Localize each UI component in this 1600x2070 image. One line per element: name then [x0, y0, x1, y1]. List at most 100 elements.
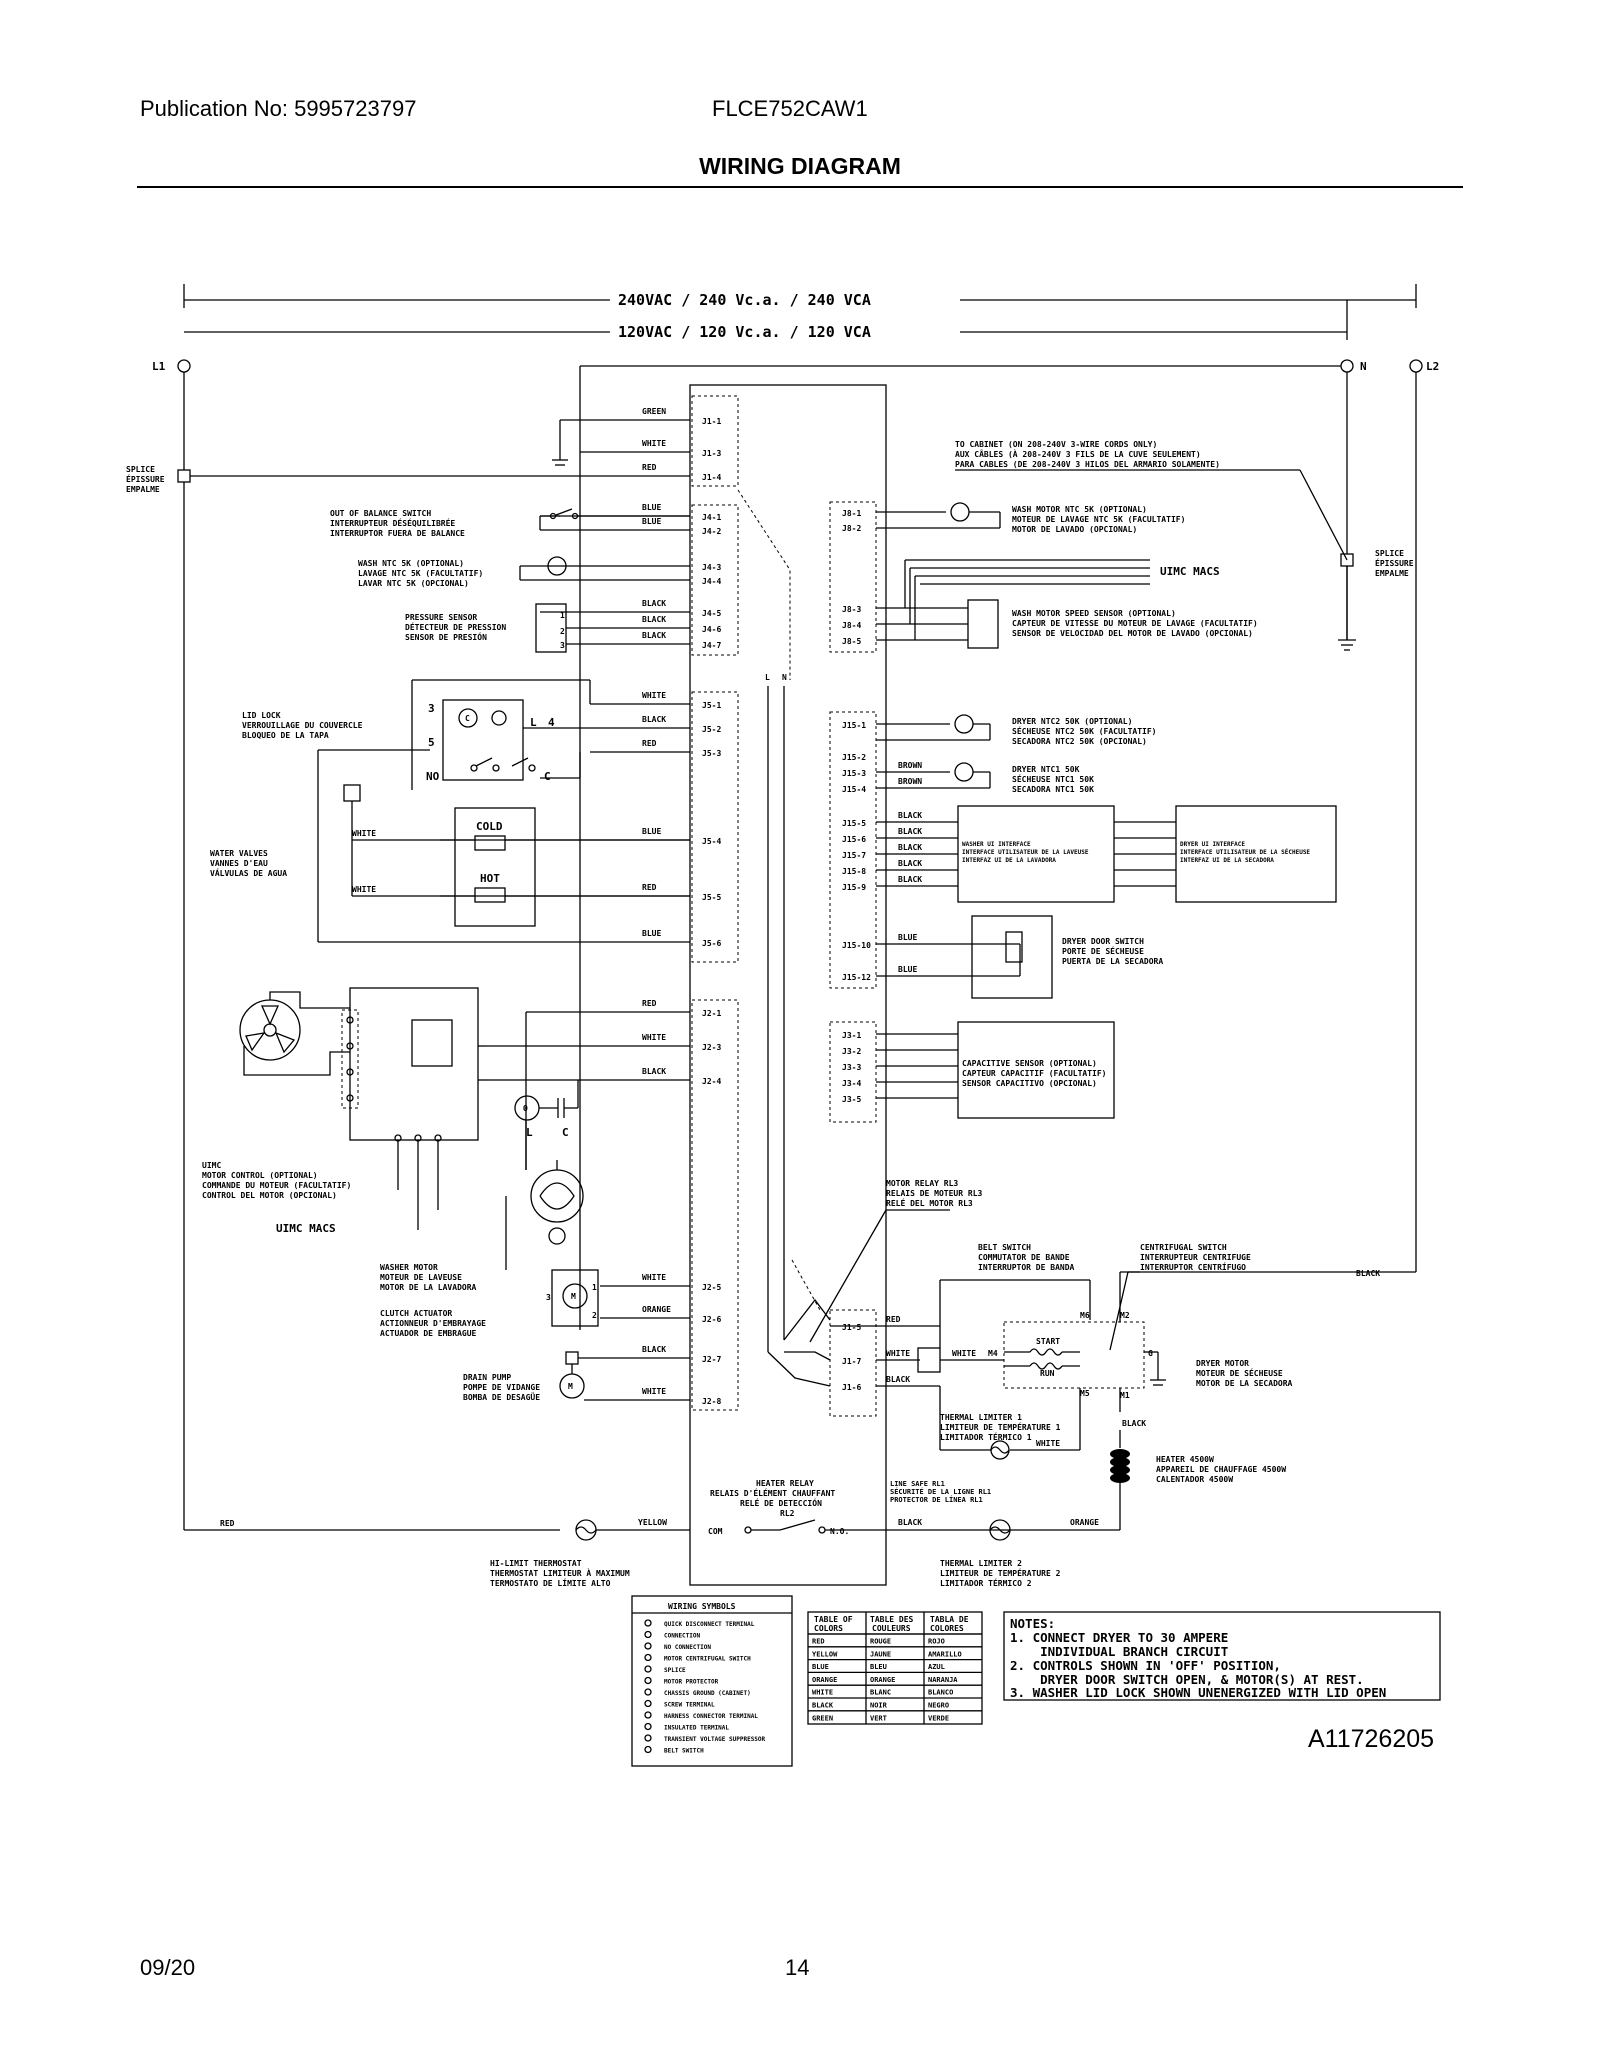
svg-text:LIMITEUR DE TEMPÉRATURE 1: LIMITEUR DE TEMPÉRATURE 1: [940, 1421, 1061, 1432]
svg-text:LINE SAFE RL1: LINE SAFE RL1: [890, 1480, 945, 1488]
svg-text:HI-LIMIT THERMOSTAT: HI-LIMIT THERMOSTAT: [490, 1559, 582, 1568]
svg-text:WHITE: WHITE: [642, 691, 666, 700]
svg-text:ÉPISSURE: ÉPISSURE: [126, 473, 165, 484]
color-table-cell: AZUL: [928, 1663, 945, 1671]
svg-text:BLACK: BLACK: [642, 631, 666, 640]
svg-text:EMPALME: EMPALME: [1375, 569, 1409, 578]
svg-text:J1-7: J1-7: [842, 1357, 861, 1366]
svg-text:SÉCHEUSE NTC2 50K (FACULTATIF): SÉCHEUSE NTC2 50K (FACULTATIF): [1012, 725, 1157, 736]
svg-text:J3-1: J3-1: [842, 1031, 861, 1040]
svg-text:1: 1: [592, 1283, 597, 1292]
svg-text:UIMC: UIMC: [202, 1161, 221, 1170]
color-table-cell: RED: [812, 1638, 825, 1646]
svg-text:J2-4: J2-4: [702, 1077, 721, 1086]
black-wire-top-label: BLACK: [1356, 1269, 1380, 1278]
svg-text:CAPACITIVE SENSOR (OPTIONAL): CAPACITIVE SENSOR (OPTIONAL): [962, 1059, 1097, 1068]
svg-text:APPAREIL DE CHAUFFAGE 4500W: APPAREIL DE CHAUFFAGE 4500W: [1156, 1465, 1286, 1474]
svg-text:CENTRIFUGAL SWITCH: CENTRIFUGAL SWITCH: [1140, 1243, 1227, 1252]
svg-text:MOTOR RELAY RL3: MOTOR RELAY RL3: [886, 1179, 958, 1188]
motor-control-label: UIMC MOTOR CONTROL (OPTIONAL) COMMANDE D…: [202, 1161, 351, 1200]
svg-text:INDIVIDUAL BRANCH CIRCUIT: INDIVIDUAL BRANCH CIRCUIT: [1010, 1644, 1228, 1659]
svg-text:M1: M1: [1120, 1391, 1130, 1400]
svg-text:BLACK: BLACK: [898, 875, 922, 884]
splice-left-label: SPLICE ÉPISSURE EMPALME: [126, 465, 165, 494]
svg-text:COMMANDE DU MOTEUR (FACULTATIF: COMMANDE DU MOTEUR (FACULTATIF): [202, 1181, 351, 1190]
color-table-cell: BLACK: [812, 1702, 834, 1710]
svg-text:J5-2: J5-2: [702, 725, 721, 734]
svg-text:G: G: [1148, 1349, 1153, 1358]
l1-label: L1: [152, 360, 166, 373]
svg-text:WHITE: WHITE: [352, 829, 376, 838]
svg-text:MOTOR DE LA LAVADORA: MOTOR DE LA LAVADORA: [380, 1283, 477, 1292]
svg-text:BLOQUEO DE LA TAPA: BLOQUEO DE LA TAPA: [242, 731, 329, 740]
connector-j3: J3-1J3-2J3-3J3-4J3-5: [829, 1021, 1115, 1123]
wiring-symbol-label: BELT SWITCH: [664, 1748, 704, 1755]
hi-limit-symbol: YELLOW: [575, 1518, 690, 1541]
svg-text:WASH MOTOR NTC 5K (OPTIONAL): WASH MOTOR NTC 5K (OPTIONAL): [1012, 505, 1147, 514]
svg-text:J8-2: J8-2: [842, 524, 861, 533]
svg-text:WASHER UI INTERFACE: WASHER UI INTERFACE: [962, 841, 1031, 848]
svg-text:COLORES: COLORES: [930, 1624, 964, 1633]
wiring-symbol-label: TRANSIENT VOLTAGE SUPPRESSOR: [664, 1736, 766, 1743]
svg-text:DRAIN PUMP: DRAIN PUMP: [463, 1373, 511, 1382]
svg-text:J5-6: J5-6: [702, 939, 721, 948]
svg-text:BOMBA DE DESAGÜE: BOMBA DE DESAGÜE: [463, 1392, 540, 1402]
svg-text:RELÉ DEL MOTOR RL3: RELÉ DEL MOTOR RL3: [886, 1197, 973, 1208]
svg-text:M5: M5: [1080, 1389, 1090, 1398]
svg-text:Θ: Θ: [523, 1104, 528, 1113]
svg-text:INTERRUPTEUR CENTRIFUGE: INTERRUPTEUR CENTRIFUGE: [1140, 1253, 1251, 1262]
svg-text:J2-3: J2-3: [702, 1043, 721, 1052]
svg-text:DRYER NTC2 50K (OPTIONAL): DRYER NTC2 50K (OPTIONAL): [1012, 717, 1132, 726]
svg-text:WHITE: WHITE: [1036, 1439, 1060, 1448]
line-safe-label: LINE SAFE RL1 SÉCURITÉ DE LA LIGNE RL1 P…: [890, 1480, 991, 1504]
splice-right-label: SPLICE ÉPISSURE EMPALME: [1375, 549, 1414, 578]
svg-text:SENSOR DE VELOCIDAD DEL MOTOR: SENSOR DE VELOCIDAD DEL MOTOR DE LAVADO …: [1012, 629, 1253, 638]
wiring-symbol-icon: [644, 1665, 652, 1673]
pressure-sensor-label: PRESSURE SENSOR DÉTECTEUR DE PRESSION SE…: [405, 613, 506, 642]
svg-text:J8-3: J8-3: [842, 605, 861, 614]
svg-text:BROWN: BROWN: [898, 761, 922, 770]
heater-element-symbol: [1110, 1449, 1130, 1483]
color-table-cell: GREEN: [812, 1714, 833, 1722]
svg-text:J15-9: J15-9: [842, 883, 866, 892]
svg-text:M2: M2: [1120, 1311, 1130, 1320]
heater-relay-label: HEATER RELAY RELAIS D'ÉLÉMENT CHAUFFANT …: [710, 1479, 835, 1518]
svg-text:WHITE: WHITE: [642, 1033, 666, 1042]
svg-text:J2-5: J2-5: [702, 1283, 721, 1292]
svg-text:WASH NTC 5K (OPTIONAL): WASH NTC 5K (OPTIONAL): [358, 559, 464, 568]
svg-text:INTERFAZ UI DE LA SECADORA: INTERFAZ UI DE LA SECADORA: [1180, 857, 1274, 864]
svg-text:RL2: RL2: [780, 1509, 795, 1518]
dryer-motor-label: DRYER MOTOR MOTEUR DE SÉCHEUSE MOTOR DE …: [1196, 1359, 1293, 1388]
svg-text:INTERFACE UTILISATEUR DE LA LA: INTERFACE UTILISATEUR DE LA LAVEUSE: [962, 849, 1089, 856]
speed-sensor-symbol: [967, 599, 999, 649]
motor-control-symbol: [239, 987, 527, 1230]
thermal-limiter-2-label: THERMAL LIMITER 2 LIMITEUR DE TEMPÉRATUR…: [940, 1559, 1061, 1588]
svg-text:LIMITEUR DE TEMPÉRATURE 2: LIMITEUR DE TEMPÉRATURE 2: [940, 1567, 1061, 1578]
svg-text:J3-2: J3-2: [842, 1047, 861, 1056]
svg-text:INTERFAZ UI DE LA LAVADORA: INTERFAZ UI DE LA LAVADORA: [962, 857, 1056, 864]
svg-text:N.O.: N.O.: [830, 1527, 849, 1536]
svg-text:HEATER 4500W: HEATER 4500W: [1156, 1455, 1214, 1464]
svg-text:THERMOSTAT LIMITEUR À MAXIMUM: THERMOSTAT LIMITEUR À MAXIMUM: [490, 1567, 630, 1578]
svg-text:DRYER NTC1 50K: DRYER NTC1 50K: [1012, 765, 1080, 774]
svg-text:SPLICE: SPLICE: [126, 465, 155, 474]
svg-text:INTERRUPTOR FUERA DE BALANCE: INTERRUPTOR FUERA DE BALANCE: [330, 529, 465, 538]
svg-text:C: C: [465, 714, 470, 723]
svg-text:RELAIS D'ÉLÉMENT CHAUFFANT: RELAIS D'ÉLÉMENT CHAUFFANT: [710, 1487, 835, 1498]
svg-text:YELLOW: YELLOW: [638, 1518, 667, 1527]
color-table-cell: ORANGE: [812, 1676, 837, 1684]
svg-text:J15-2: J15-2: [842, 753, 866, 762]
drain-pump-symbol: M: [559, 1351, 610, 1401]
svg-text:C: C: [544, 770, 551, 783]
svg-text:ACTIONNEUR D'EMBRAYAGE: ACTIONNEUR D'EMBRAYAGE: [380, 1319, 486, 1328]
color-table-cell: NARANJA: [928, 1676, 958, 1684]
svg-text:L: L: [765, 673, 770, 682]
svg-text:J1-6: J1-6: [842, 1383, 861, 1392]
document-id: A11726205: [1308, 1725, 1435, 1753]
wiring-symbol-label: MOTOR CENTRIFUGAL SWITCH: [664, 1656, 751, 1663]
svg-text:RUN: RUN: [1040, 1369, 1055, 1378]
